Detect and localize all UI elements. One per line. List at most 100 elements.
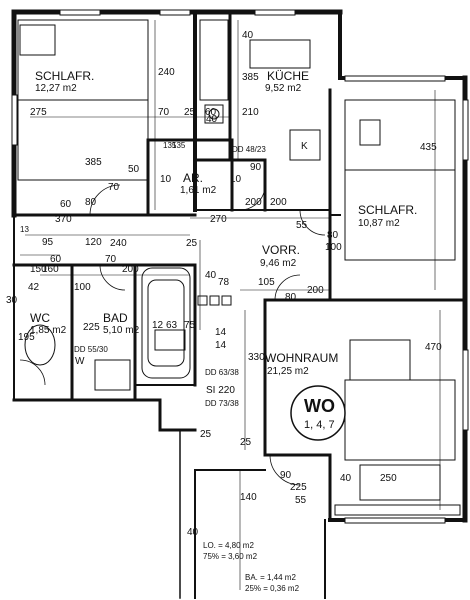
dimension-label: 275 [30,107,47,118]
door-swings [19,184,326,486]
room-name-ar: AR. [183,171,203,185]
dimension-label: 80 [327,230,339,241]
dimension-label: 385 [242,72,259,83]
dimension-label: 200 [307,285,324,296]
dimension-label: 385 [85,157,102,168]
dimension-label: 210 [242,107,259,118]
dimension-label: 55 [296,220,308,231]
dimension-label: 50 [128,164,140,175]
dimension-label: 25 [186,238,198,249]
loggia-area-percent: 75% = 3,60 m2 [203,552,258,561]
room-area-vorr: 9,46 m2 [260,258,297,269]
dimension-label: 135 [172,141,186,150]
room-name-schlafr-1: SCHLAFR. [35,69,94,83]
dimension-label: 250 [380,473,397,484]
room-labels: SCHLAFR. 12,27 m2 KÜCHE 9,52 m2 AR. 1,61… [30,69,417,377]
dimension-label: 25 [240,437,252,448]
duct-label-1: DD 48/23 [232,145,266,154]
dimension-label: 25 [200,429,212,440]
dimension-label: 25 [184,107,196,118]
dimension-label: 370 [55,214,72,225]
dimension-label: 200 [270,197,287,208]
dimension-label: 40 [242,30,254,41]
room-name-wohnraum: WOHNRAUM [265,351,338,365]
balcony-area-percent: 25% = 0,36 m2 [245,584,300,593]
duct-labels: DD 48/23 DD 63/38 DD 73/38 DD 55/30 SI 2… [74,145,266,408]
dimension-label: 195 [18,332,35,343]
loggia-area: LO. = 4,80 m2 [203,541,254,550]
dimension-label: 160 [42,264,59,275]
dimension-label: 435 [420,142,437,153]
dimension-label: 240 [158,67,175,78]
dimension-label: 14 [215,327,227,338]
dimension-label: 55 [295,495,307,506]
dimension-label: 90 [250,162,262,173]
walls [11,9,468,599]
dimension-label: 40 [205,270,217,281]
balcony-area: BA. = 1,44 m2 [245,573,296,582]
dimension-label: 70 [108,182,120,193]
dimension-label: 14 [215,340,227,351]
dimension-label: 13 [20,225,29,234]
dimension-lines [20,20,441,590]
dimension-label: 80 [285,292,297,303]
room-area-wc: 1,85 m2 [30,325,67,336]
room-name-vorr: VORR. [262,243,300,257]
dimension-label: 200 [245,197,262,208]
dimension-label: 40 [340,473,352,484]
loggia-info: LO. = 4,80 m2 75% = 3,60 m2 BA. = 1,44 m… [203,541,300,593]
duct-label-2: DD 63/38 [205,368,239,377]
dimension-label: 70 [158,107,170,118]
dimension-label: 330 [248,352,265,363]
dimension-label: 70 [105,254,117,265]
dimension-label: 150 [30,264,47,275]
room-area-schlafr-2: 10,87 m2 [358,218,400,229]
dimension-label: 12 [152,320,164,331]
dimension-label: 40 [187,527,199,538]
dimension-label: 90 [280,470,292,481]
dimension-label: 240 [110,238,127,249]
room-area-kueche: 9,52 m2 [265,83,302,94]
dimension-label: 63 [166,320,178,331]
dimension-label: 200 [122,264,139,275]
unit-badge-circle [290,385,346,441]
windows [11,9,469,524]
dimension-labels: 40 385 240 275 70 25 60 210 385 135 135 … [6,30,442,538]
dimension-label: 42 [28,282,40,293]
dimension-label: 140 [240,492,257,503]
room-name-wc: WC [30,311,50,325]
dimension-label: 10 [230,174,242,185]
room-area-bad: 5,10 m2 [103,325,140,336]
unit-badge-title: WO [304,396,335,416]
room-name-schlafr-2: SCHLAFR. [358,203,417,217]
dimension-label: 40 [206,114,218,125]
room-name-bad: BAD [103,311,128,325]
dimension-label: 100 [325,242,342,253]
dimension-label: 225 [83,322,100,333]
dimension-label: 30 [6,295,18,306]
dimension-label: 80 [85,197,97,208]
kitchen-marker: K [301,141,308,152]
dimension-label: 470 [425,342,442,353]
dimension-label: 60 [60,199,72,210]
dimension-label: 270 [210,214,227,225]
duct-label-4: DD 55/30 [74,345,108,354]
dimension-label: 100 [74,282,91,293]
room-name-kueche: KÜCHE [267,69,309,83]
dimension-label: 10 [160,174,172,185]
dimension-label: 120 [85,237,102,248]
unit-badge-number: 1, 4, 7 [304,419,335,431]
dimension-label: 225 [290,482,307,493]
siphon-label: SI 220 [206,385,235,396]
room-area-ar: 1,61 m2 [180,185,217,196]
dimension-label: 60 [50,254,62,265]
washer-marker: W [75,356,85,367]
dimension-label: 75 [184,320,196,331]
dimension-label: 135 [163,141,177,150]
dimension-label: 105 [258,277,275,288]
dimension-label: 78 [218,277,230,288]
duct-label-3: DD 73/38 [205,399,239,408]
dimension-label: 95 [42,237,54,248]
room-area-schlafr-1: 12,27 m2 [35,83,77,94]
